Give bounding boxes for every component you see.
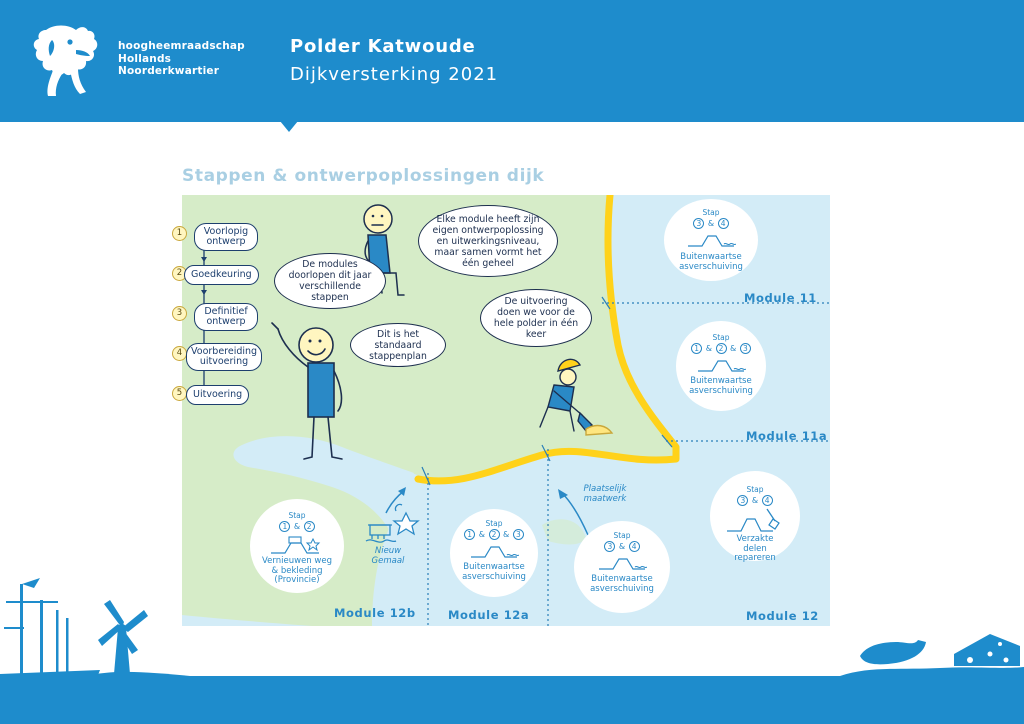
step-label: Goedkeuring <box>184 265 259 285</box>
module-label-12: Module 12 <box>746 609 819 623</box>
dike-profile-icon <box>698 360 746 372</box>
speech-bubble-standard: Dit is het standaard stappenplan <box>350 323 446 367</box>
module-label-11a: Module 11a <box>746 429 828 443</box>
worker-with-shovel-icon <box>539 358 614 436</box>
module-label-11: Module 11 <box>744 291 817 305</box>
polder-map: 1 Voorlopig ontwerp 2 Goedkeuring 3 Defi… <box>172 195 830 626</box>
dike-line <box>414 195 680 485</box>
circle-stap-label: Stap <box>288 511 306 520</box>
dike-profile-icon <box>599 558 647 570</box>
circle-stap-label: Stap <box>702 208 720 217</box>
step-label: Voorbereiding uitvoering <box>186 343 262 371</box>
windmill-icon <box>98 600 148 674</box>
harbor-scenery <box>0 578 190 680</box>
road-renewal-icon <box>271 536 321 554</box>
organization-name: hoogheemraadschap Hollands Noorderkwarti… <box>118 40 245 78</box>
step-circle-module-12a: Stap 1 & 2 & 3 Buitenwaartse asverschuiv… <box>450 509 538 597</box>
circle-caption: Vernieuwen weg & bekleding (Provincie) <box>262 556 332 585</box>
circle-step-numbers: 3 & 4 <box>664 218 758 229</box>
header-pointer <box>280 121 298 132</box>
circle-caption: Buitenwaartse asverschuiving <box>689 376 753 396</box>
step-number: 5 <box>172 386 187 401</box>
dike-profile-icon <box>688 235 736 247</box>
circle-stap-label: Stap <box>613 531 631 540</box>
circle-stap-label: Stap <box>712 333 730 342</box>
step-circle-maatwerk: Stap 3 & 4 Buitenwaartse asverschuiving <box>574 521 670 613</box>
speech-bubble-modules: De modules doorlopen dit jaar verschille… <box>274 253 386 309</box>
org-line-3: Noorderkwartier <box>118 65 220 77</box>
speech-bubble-each-module: Elke module heeft zijn eigen ontwerpoplo… <box>418 205 558 277</box>
circle-caption: Buitenwaartse asverschuiving <box>679 252 743 272</box>
page-header: hoogheemraadschap Hollands Noorderkwarti… <box>0 0 1024 122</box>
circle-step-numbers: 1 & 2 <box>250 521 344 532</box>
step-circle-module-12b: Stap 1 & 2 Vernieuwen weg & bekleding (P… <box>250 499 344 593</box>
circle-step-numbers: 1 & 2 & 3 <box>450 529 538 540</box>
circle-caption: Verzakte delen repareren <box>734 534 776 563</box>
page-subtitle: Dijkversterking 2021 <box>290 64 499 85</box>
section-title: Stappen & ontwerpoplossingen dijk <box>182 166 545 186</box>
pumping-station-icon <box>365 503 420 543</box>
module-label-12a: Module 12a <box>448 608 530 622</box>
clog-cheese-scenery <box>840 634 1024 680</box>
circle-step-numbers: 3 & 4 <box>574 541 670 552</box>
step-label: Voorlopig ontwerp <box>194 223 258 251</box>
step-label: Definitief ontwerp <box>194 303 258 331</box>
boat-mast-icon <box>0 578 100 680</box>
circle-step-numbers: 3 & 4 <box>710 495 800 506</box>
note-local-custom-work: Plaatselijk maatwerk <box>583 484 627 504</box>
clog-icon <box>860 640 926 665</box>
person-pointing-icon <box>271 322 343 460</box>
page-footer <box>0 676 1024 724</box>
cheese-icon <box>954 634 1020 666</box>
step-number: 3 <box>172 306 187 321</box>
step-circle-module-11a: Stap 1 & 2 & 3 Buitenwaartse asverschuiv… <box>676 321 766 411</box>
step-label: Uitvoering <box>186 385 250 405</box>
module-label-12b: Module 12b <box>334 606 416 620</box>
step-number: 1 <box>172 226 187 241</box>
org-line-1: hoogheemraadschap <box>118 40 245 52</box>
org-line-2: Hollands <box>118 52 172 65</box>
step-circle-module-11: Stap 3 & 4 Buitenwaartse asverschuiving <box>664 199 758 281</box>
dike-profile-icon <box>471 546 519 558</box>
note-new-pumping-station: Nieuw Gemaal <box>371 546 405 566</box>
speech-bubble-execution: De uitvoering doen we voor de hele polde… <box>480 289 592 347</box>
shovel-dike-icon <box>727 508 780 532</box>
circle-step-numbers: 1 & 2 & 3 <box>676 343 766 354</box>
circle-caption: Buitenwaartse asverschuiving <box>462 562 526 582</box>
river-inlet <box>233 436 414 535</box>
page-title: Polder Katwoude <box>290 36 476 57</box>
lion-logo-icon <box>33 25 98 96</box>
step-number: 4 <box>172 346 187 361</box>
circle-stap-label: Stap <box>485 519 503 528</box>
step-circle-module-12: Stap 3 & 4 Verzakte delen repareren <box>710 471 800 563</box>
circle-caption: Buitenwaartse asverschuiving <box>590 574 654 594</box>
circle-stap-label: Stap <box>746 485 764 494</box>
